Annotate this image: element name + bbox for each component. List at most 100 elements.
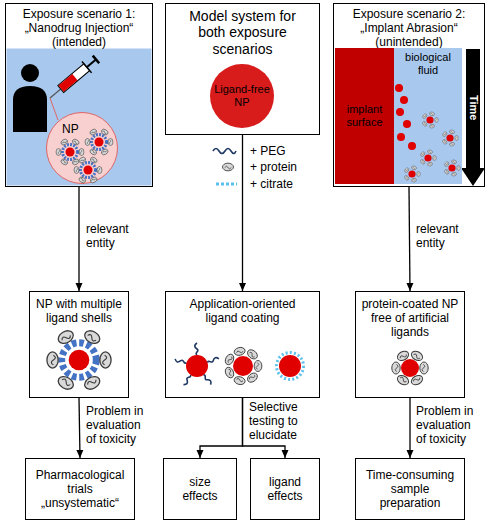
syringe-barrel (58, 64, 90, 93)
protein (392, 362, 400, 374)
abraded-particle (396, 108, 404, 116)
abraded-particle (400, 96, 408, 104)
outcome-box: size effects (163, 458, 237, 520)
flow-arrow (79, 398, 80, 458)
syringe-needle (50, 89, 61, 98)
protein (254, 361, 262, 372)
coating-box: Application-oriented ligand coating (165, 291, 320, 398)
node-text: Ligand-free NP (214, 83, 270, 109)
time-arrow-head (461, 168, 485, 186)
coated-particle (404, 165, 420, 182)
scenario-box: Exposure scenario 2: „Implant Abrasion“ … (333, 3, 485, 187)
np-core (401, 359, 419, 377)
flow-arrow (243, 398, 286, 458)
outcome-box: Pharmacological trials „unsystematic“ (25, 458, 135, 520)
edge-label: Problem in evaluation of toxicity (86, 404, 148, 446)
biological-fluid: biological fluid (394, 48, 462, 184)
citrate-shell (277, 353, 304, 380)
coated-particle (442, 129, 458, 146)
peg-chain (195, 343, 198, 355)
protein (224, 366, 236, 379)
protein-icon (223, 163, 234, 171)
edge-label: relevant entity (86, 222, 148, 250)
node-text: Exposure scenario 1: „Nanodrug Injection… (10, 7, 148, 49)
citrate-icon (216, 183, 237, 186)
peg-chain (183, 374, 193, 386)
nanodrug-particle (74, 156, 102, 184)
person-head (21, 64, 39, 82)
syringe-liquid (59, 74, 78, 92)
protein (233, 376, 245, 386)
flow-arrow (409, 187, 410, 291)
callout-line (50, 98, 58, 120)
coated-particle (420, 149, 436, 166)
peg-icon (213, 149, 236, 154)
implant-surface: implant surface (335, 48, 394, 184)
reagent-label: + PEG (250, 144, 286, 158)
abraded-particle (408, 142, 416, 150)
edge-label: relevant entity (416, 222, 478, 250)
flow-arrow (200, 398, 243, 458)
node-text: implant surface (338, 103, 391, 129)
np-zoom-circle: NP (46, 112, 118, 184)
coated-particle (422, 111, 438, 128)
protein (224, 353, 236, 366)
flow-arrow (78, 187, 79, 291)
node-text: Application-oriented ligand coating (180, 297, 305, 325)
nanodrug-particle (56, 138, 84, 166)
nanodrug-particle (85, 128, 113, 156)
peg-chain (207, 357, 219, 364)
outcome-box: Time-consuming sample preparation (355, 458, 465, 520)
flow-arrow (242, 135, 243, 291)
protein (246, 348, 259, 361)
time-arrow-shaft (466, 49, 480, 168)
person-body (13, 86, 47, 132)
np-core (279, 355, 301, 377)
protein-np (224, 346, 262, 385)
protein (233, 346, 245, 356)
outcome-box: ligand effects (250, 458, 320, 520)
edge-label: Selective testing to elucidate (249, 400, 311, 442)
multi-shell-np (47, 328, 111, 392)
model-box: Model system for both exposure scenarios… (165, 3, 320, 135)
protein (410, 349, 425, 362)
peg-chain (203, 374, 213, 386)
syringe-plunger (87, 59, 96, 67)
coated-particle (444, 159, 460, 176)
protein (246, 371, 259, 384)
node-text: NP with multiple ligand shells (32, 297, 126, 325)
node-text: Exposure scenario 2: „Implant Abrasion“ … (338, 7, 480, 49)
node-text: NP (62, 122, 79, 136)
injection-scene-background (7, 49, 152, 186)
syringe (45, 54, 101, 104)
syringe-flange (82, 61, 92, 72)
peg-np (174, 343, 219, 386)
node-text: size effects (172, 475, 228, 503)
np-core (186, 355, 208, 377)
reagent-label: + citrate (250, 177, 293, 191)
protein (396, 349, 411, 362)
np-core (233, 356, 253, 376)
node-text: Time-consuming sample preparation (362, 468, 458, 510)
protein (420, 362, 428, 374)
node-text: ligand effects (255, 475, 315, 503)
scenario-box: Exposure scenario 1: „Nanodrug Injection… (5, 3, 153, 187)
reagent-label: + protein (250, 160, 297, 174)
node-text: biological fluid (398, 51, 458, 77)
edge-label: Problem in evaluation of toxicity (416, 404, 478, 446)
peg-chain (174, 358, 186, 365)
citrate-np (277, 353, 304, 380)
node-text: Pharmacological trials „unsystematic“ (29, 468, 131, 510)
node-text: Model system for both exposure scenarios (176, 8, 309, 57)
protein-coated-np (392, 349, 428, 387)
protein (396, 373, 411, 386)
abraded-particle (403, 120, 411, 128)
entity-box: NP with multiple ligand shells (29, 291, 129, 398)
syringe-handle (93, 56, 99, 64)
node-text: protein-coated NP free of artificial lig… (358, 297, 462, 339)
entity-box: protein-coated NP free of artificial lig… (355, 291, 465, 398)
abraded-particle (397, 133, 405, 141)
protein (410, 373, 425, 386)
flow-arrow (409, 398, 410, 458)
